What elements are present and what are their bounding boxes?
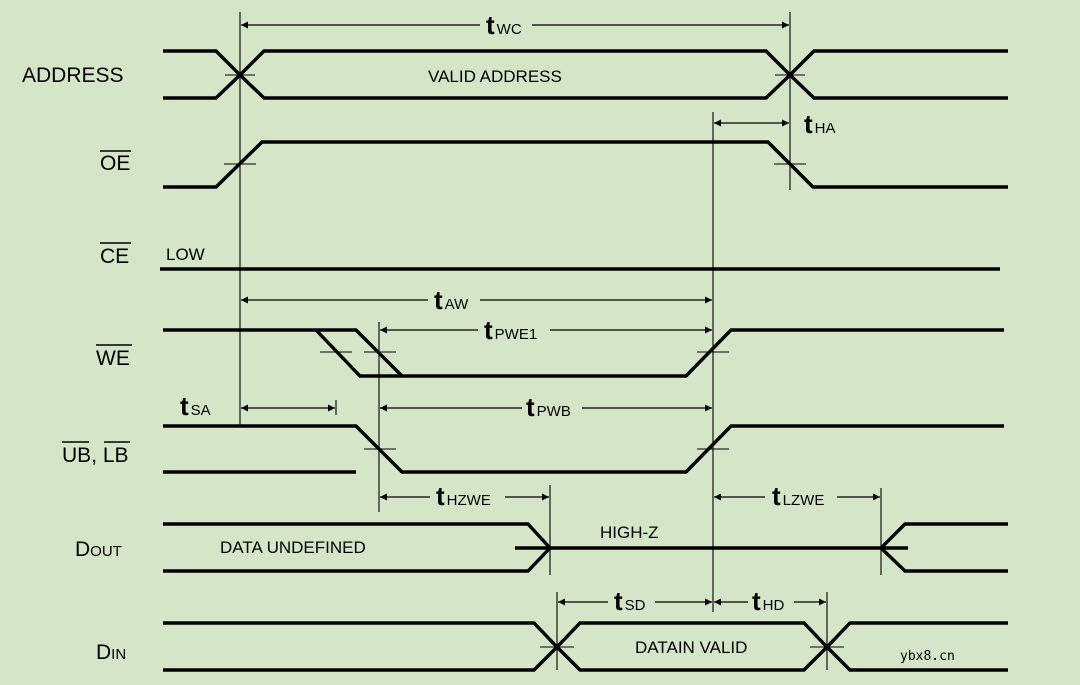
ub-lb-waveform xyxy=(163,424,1004,474)
transition-ticks xyxy=(224,74,844,648)
signal-labels: ADDRESS OE CE WE UB, LB DOUT DIN xyxy=(22,64,132,664)
din-waveform xyxy=(163,621,1008,672)
signal-ub-lb-label: UB, LB xyxy=(62,444,129,467)
address-waveform xyxy=(163,49,1008,100)
signal-we-label: WE xyxy=(96,347,130,370)
ub-label: UB xyxy=(62,444,91,467)
timing-arrows xyxy=(241,21,880,606)
oe-waveform xyxy=(163,140,1008,189)
signal-oe-label: OE xyxy=(100,152,130,175)
ce-low-label: LOW xyxy=(166,245,205,264)
waveforms xyxy=(160,49,1008,672)
valid-address-label: VALID ADDRESS xyxy=(428,67,562,86)
dout-waveform xyxy=(163,522,1008,573)
high-z-label: HIGH-Z xyxy=(600,523,659,542)
watermark-text: ybx8.cn xyxy=(900,649,955,664)
we-waveform xyxy=(163,328,1004,378)
signal-dout-label: DOUT xyxy=(75,538,122,561)
signal-din-label: DIN xyxy=(96,641,126,664)
signal-address-label: ADDRESS xyxy=(22,64,124,87)
state-labels: VALID ADDRESS LOW DATA UNDEFINED HIGH-Z … xyxy=(166,67,747,657)
lb-label: LB xyxy=(103,444,129,467)
data-undefined-label: DATA UNDEFINED xyxy=(220,538,366,557)
signal-ce-label: CE xyxy=(100,245,129,268)
datain-valid-label: DATAIN VALID xyxy=(635,638,747,657)
